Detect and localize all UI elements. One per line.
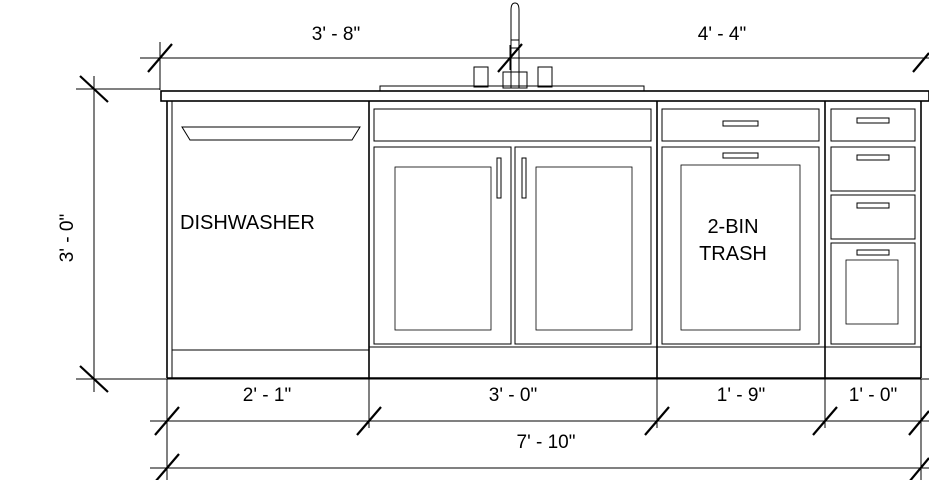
door-handle	[521, 157, 527, 199]
trash-label-line2: TRASH	[699, 243, 767, 265]
sink-door-right	[514, 146, 652, 345]
sink-door-left	[373, 146, 512, 345]
door-handle	[496, 157, 502, 199]
dim-drawers-label: 1' - 0"	[849, 385, 897, 406]
drawer-pull	[856, 117, 890, 124]
bottom-dimension-lines: 2' - 1" 3' - 0" 1' - 9" 1' - 0" 7' - 10"	[150, 379, 929, 480]
countertop	[160, 90, 929, 102]
drawer-pull	[856, 154, 890, 161]
top-dimension-line: 3' - 8" 4' - 4"	[140, 24, 929, 90]
dim-height-label: 3' - 0"	[57, 214, 78, 262]
height-dimension-line: 3' - 0"	[57, 75, 160, 393]
drawer-pull	[856, 249, 890, 256]
sink-base-cabinet	[373, 108, 652, 345]
dim-trash-label: 1' - 9"	[717, 385, 765, 406]
false-drawer-front	[373, 108, 652, 142]
drawer-pull	[856, 202, 890, 209]
dim-overall-label: 7' - 10"	[517, 432, 576, 453]
dim-top-left-label: 3' - 8"	[312, 24, 360, 45]
dim-sink-base-label: 3' - 0"	[489, 385, 537, 406]
drawer-bank	[830, 108, 916, 345]
drawer-pull	[722, 152, 759, 159]
trash-label-line1: 2-BIN	[707, 216, 758, 238]
drawer-pull	[722, 120, 759, 127]
dim-dishwasher-label: 2' - 1"	[243, 385, 291, 406]
trash-cabinet: 2-BIN TRASH	[661, 108, 820, 345]
cabinet-run	[128, 101, 929, 380]
dishwasher-label: DISHWASHER	[180, 212, 315, 234]
dishwasher: DISHWASHER	[180, 126, 361, 234]
dishwasher-handle	[181, 126, 361, 141]
dim-top-right-label: 4' - 4"	[698, 24, 746, 45]
faucet	[473, 2, 553, 89]
